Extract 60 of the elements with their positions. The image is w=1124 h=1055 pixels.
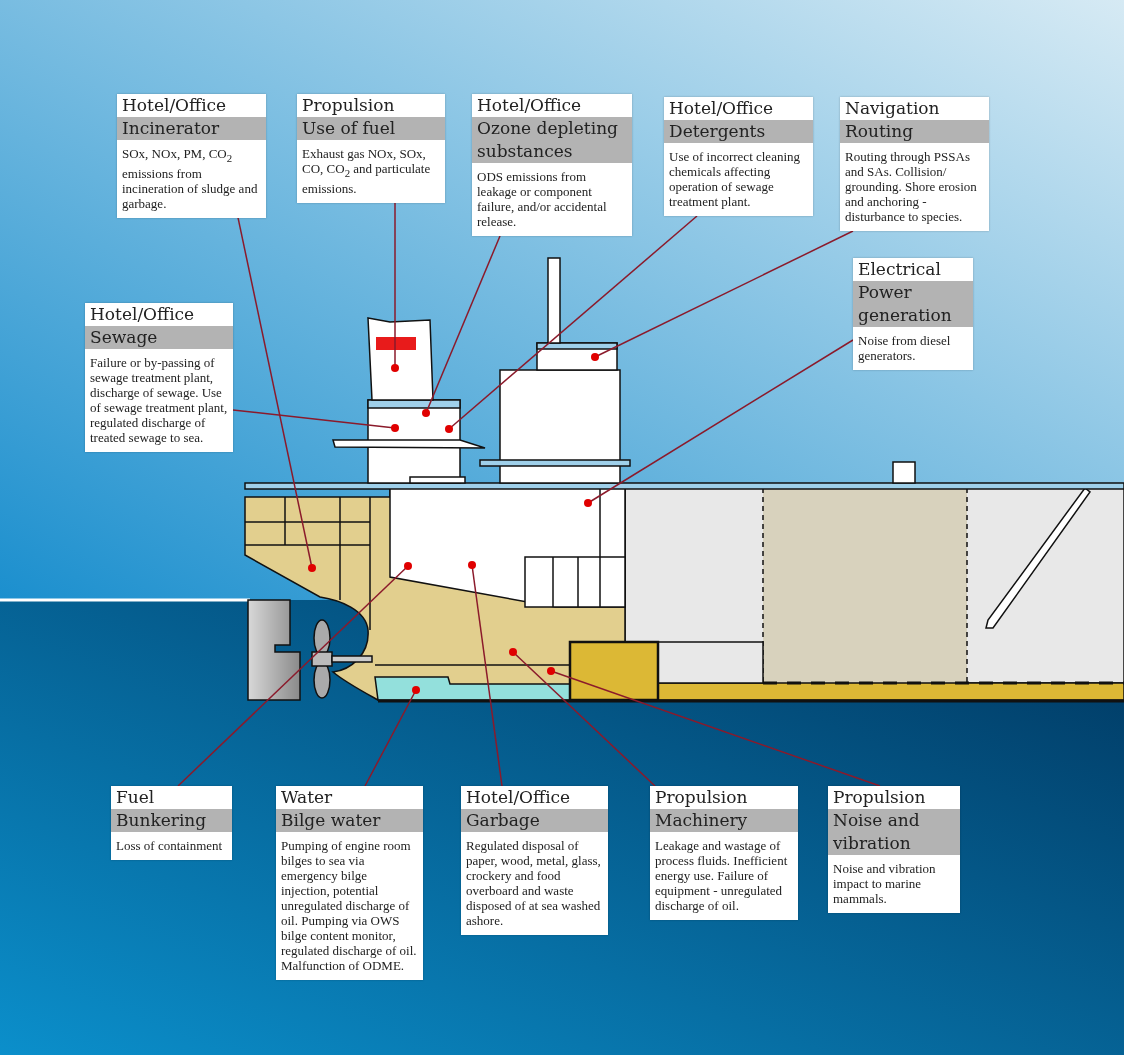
callout-title: Machinery <box>650 809 798 832</box>
callout-title: Use of fuel <box>297 117 445 140</box>
leader-line <box>509 648 656 787</box>
callout-title: Bunkering <box>111 809 232 832</box>
callout-box <box>85 303 233 452</box>
leader-line <box>364 686 420 787</box>
callout-title: Sewage <box>85 326 233 349</box>
callout-box <box>117 94 266 218</box>
callout-text: Leakage and wastage of process fluids. Inefficient energy use. Failure of equipment - unregulated discharge of oil. <box>654 837 789 915</box>
leader-line <box>468 561 503 787</box>
category-label: Hotel/Office <box>668 97 775 120</box>
callout-box <box>276 786 423 980</box>
callout-text: Loss of containment <box>115 837 224 855</box>
callout-box <box>840 97 989 231</box>
leader-line <box>237 216 316 572</box>
callout-box <box>828 786 960 913</box>
callout-text: ODS emissions from leakage or component failure, and/or accidental release. <box>476 168 608 231</box>
category-label: Propulsion <box>832 786 927 809</box>
callout-title: Routing <box>840 120 989 143</box>
callout-text: Regulated disposal of paper, wood, metal, glass, crockery and food overboard and waste disposed of at sea washed ashore. <box>465 837 602 930</box>
callout-box <box>853 258 973 370</box>
callout-text: Use of incorrect cleaning chemicals affecting operation of sewage treatment plant. <box>668 148 802 211</box>
callout-title: Detergents <box>664 120 813 143</box>
callout-title: Garbage <box>461 809 608 832</box>
category-label: Hotel/Office <box>476 94 583 117</box>
leader-line <box>591 230 854 361</box>
category-label: Propulsion <box>654 786 749 809</box>
callout-text: Exhaust gas NOx, SOx, CO, CO$_{2}$ and particulate emissions. <box>301 145 432 198</box>
category-label: Fuel <box>115 786 156 809</box>
callout-title: Noise and vibration <box>828 809 960 855</box>
category-label: Hotel/Office <box>121 94 228 117</box>
category-label: Electrical <box>857 258 942 281</box>
callout-box <box>472 94 632 236</box>
leader-line <box>177 562 412 787</box>
callout-box <box>461 786 608 935</box>
callout-box <box>111 786 232 860</box>
callout-title: Power generation <box>853 281 973 327</box>
callout-box <box>650 786 798 920</box>
category-label: Water <box>280 786 334 809</box>
leader-line <box>445 215 698 433</box>
callout-box <box>297 94 445 203</box>
leader-line <box>391 201 399 372</box>
callout-text: Noise and vibration impact to marine mammals. <box>832 860 937 908</box>
category-label: Navigation <box>844 97 941 120</box>
leader-line <box>232 409 399 432</box>
callout-text: Routing through PSSAs and SAs. Collision/ grounding. Shore erosion and anchoring - disturbance to species. <box>844 148 978 226</box>
category-label: Hotel/Office <box>465 786 572 809</box>
callout-title: Ozone depleting substances <box>472 117 632 163</box>
callout-box <box>664 97 813 216</box>
leader-line <box>547 667 881 787</box>
callout-text: Noise from diesel generators. <box>857 332 952 365</box>
callout-text: Failure or by-passing of sewage treatment plant, discharge of sewage. Use of sewage treatment plant, regulated discharge of treated sewage to sea. <box>89 354 229 447</box>
leader-line <box>422 235 501 417</box>
category-label: Propulsion <box>301 94 396 117</box>
callout-title: Bilge water <box>276 809 423 832</box>
callout-text: SOx, NOx, PM, CO$_{2}$ emissions from incineration of sludge and garbage. <box>121 145 259 213</box>
callout-title: Incinerator <box>117 117 266 140</box>
leader-line <box>584 339 854 507</box>
category-label: Hotel/Office <box>89 303 196 326</box>
callout-text: Pumping of engine room bilges to sea via emergency bilge injection, potential unregulated discharge of oil. Pumping via OWS bilge content monitor, regulated discharge of oil. Malfunction of ODME. <box>280 837 418 975</box>
